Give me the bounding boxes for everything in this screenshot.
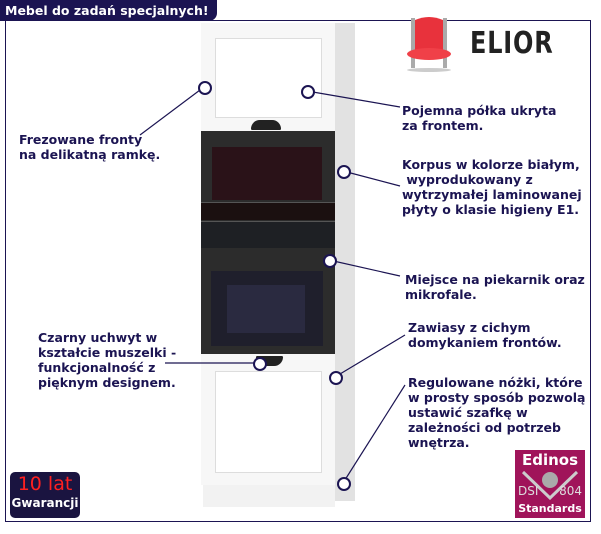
feature-body: Korpus w kolorze białym, wyprodukowany z… — [402, 157, 582, 217]
feature-handle: Czarny uchwyt w kształcie muszelki - fun… — [38, 330, 177, 390]
edinos-certificate: Edinos DSI 804 Standards — [515, 450, 585, 518]
cert-emblem-icon — [521, 470, 579, 500]
page-title: Mebel do zadań specjalnych! — [0, 0, 217, 21]
warranty-badge: 10 lat Gwarancji — [10, 472, 80, 518]
feature-legs: Regulowane nóżki, które w prosty sposób … — [408, 375, 586, 450]
callout-marker — [198, 81, 212, 95]
plinth — [203, 485, 335, 507]
chair-logo-icon — [403, 14, 458, 78]
callout-marker — [337, 165, 351, 179]
upper-handle — [251, 120, 281, 130]
cert-right: 804 — [559, 484, 582, 498]
oven-block — [201, 131, 335, 354]
warranty-years: 10 lat — [17, 473, 73, 495]
warranty-label: Gwarancji — [11, 496, 79, 510]
callout-marker — [253, 357, 267, 371]
feature-oven-space: Miejsce na piekarnik oraz mikrofale. — [405, 272, 585, 302]
cabinet-image — [201, 23, 356, 508]
cert-label: Standards — [518, 502, 582, 515]
callout-marker — [329, 371, 343, 385]
callout-marker — [323, 254, 337, 268]
feature-fronts: Frezowane fronty na delikatną ramkę. — [19, 132, 161, 162]
upper-door — [201, 23, 335, 131]
feature-shelf: Pojemna półka ukryta za frontem. — [402, 103, 557, 133]
lower-door — [201, 354, 335, 485]
brand-logo: ELIOR — [470, 26, 554, 61]
cert-brand: Edinos — [521, 451, 579, 469]
feature-hinges: Zawiasy z cichym domykaniem frontów. — [408, 320, 562, 350]
lower-handle — [256, 356, 283, 366]
cert-left: DSI — [518, 484, 539, 498]
callout-marker — [337, 477, 351, 491]
frame-border — [5, 20, 591, 522]
callout-marker — [301, 85, 315, 99]
